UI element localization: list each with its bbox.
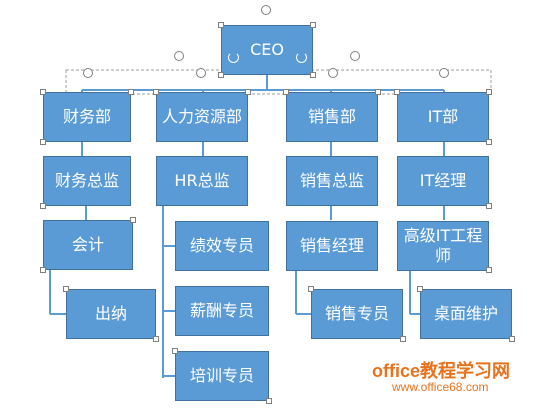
resize-handle[interactable] [394,89,400,95]
resize-handle[interactable] [400,336,406,342]
rotate-handle-icon[interactable] [350,51,360,61]
resize-handle[interactable] [486,203,492,209]
resize-handle[interactable] [417,286,423,292]
resize-handle[interactable] [153,336,159,342]
node-it-dept[interactable]: IT部 [397,92,489,142]
resize-handle[interactable] [486,139,492,145]
node-senior-it-engineer[interactable]: 高级IT工程师 [397,221,489,271]
node-hr-dept[interactable]: 人力资源部 [156,92,248,142]
node-ceo[interactable]: CEO [221,25,313,75]
rotate-handle-icon[interactable] [196,68,206,78]
resize-handle[interactable] [283,89,289,95]
resize-handle[interactable] [63,286,69,292]
resize-handle[interactable] [153,89,159,95]
rotate-handle-icon[interactable] [228,52,239,63]
node-cashier[interactable]: 出纳 [66,289,156,339]
resize-handle[interactable] [40,203,46,209]
resize-handle[interactable] [308,286,314,292]
node-it-manager[interactable]: IT经理 [397,156,489,206]
resize-handle[interactable] [128,89,134,95]
resize-handle[interactable] [486,267,492,273]
resize-handle[interactable] [509,336,515,342]
watermark-title: office教程学习网 [372,361,511,381]
node-finance-director[interactable]: 财务总监 [43,156,131,206]
node-accountant[interactable]: 会计 [43,220,133,270]
resize-handle[interactable] [486,89,492,95]
node-sales-manager[interactable]: 销售经理 [286,221,378,271]
resize-handle[interactable] [310,22,316,28]
resize-handle[interactable] [375,89,381,95]
resize-handle[interactable] [40,267,46,273]
rotate-handle-icon[interactable] [328,68,338,78]
watermark-url: www.office68.com [392,380,489,394]
rotate-handle-icon[interactable] [83,68,93,78]
node-sales-director[interactable]: 销售总监 [286,156,378,206]
node-sales-dept[interactable]: 销售部 [286,92,378,142]
node-training-specialist[interactable]: 培训专员 [175,351,269,401]
node-desktop-support[interactable]: 桌面维护 [420,289,512,339]
node-performance-specialist[interactable]: 绩效专员 [175,221,269,271]
rotate-handle-icon[interactable] [439,68,449,78]
node-sales-specialist[interactable]: 销售专员 [311,289,403,339]
rotate-handle-icon[interactable] [174,51,184,61]
resize-handle[interactable] [218,22,224,28]
node-finance-dept[interactable]: 财务部 [43,92,131,142]
node-hr-director[interactable]: HR总监 [156,156,248,206]
resize-handle[interactable] [172,348,178,354]
resize-handle[interactable] [310,72,316,78]
resize-handle[interactable] [266,398,272,404]
rotate-handle-icon[interactable] [296,52,307,63]
resize-handle[interactable] [40,139,46,145]
resize-handle[interactable] [130,217,136,223]
resize-handle[interactable] [218,72,224,78]
resize-handle[interactable] [245,89,251,95]
node-compensation-specialist[interactable]: 薪酬专员 [175,286,269,336]
rotate-handle-icon[interactable] [261,5,271,15]
resize-handle[interactable] [40,89,46,95]
